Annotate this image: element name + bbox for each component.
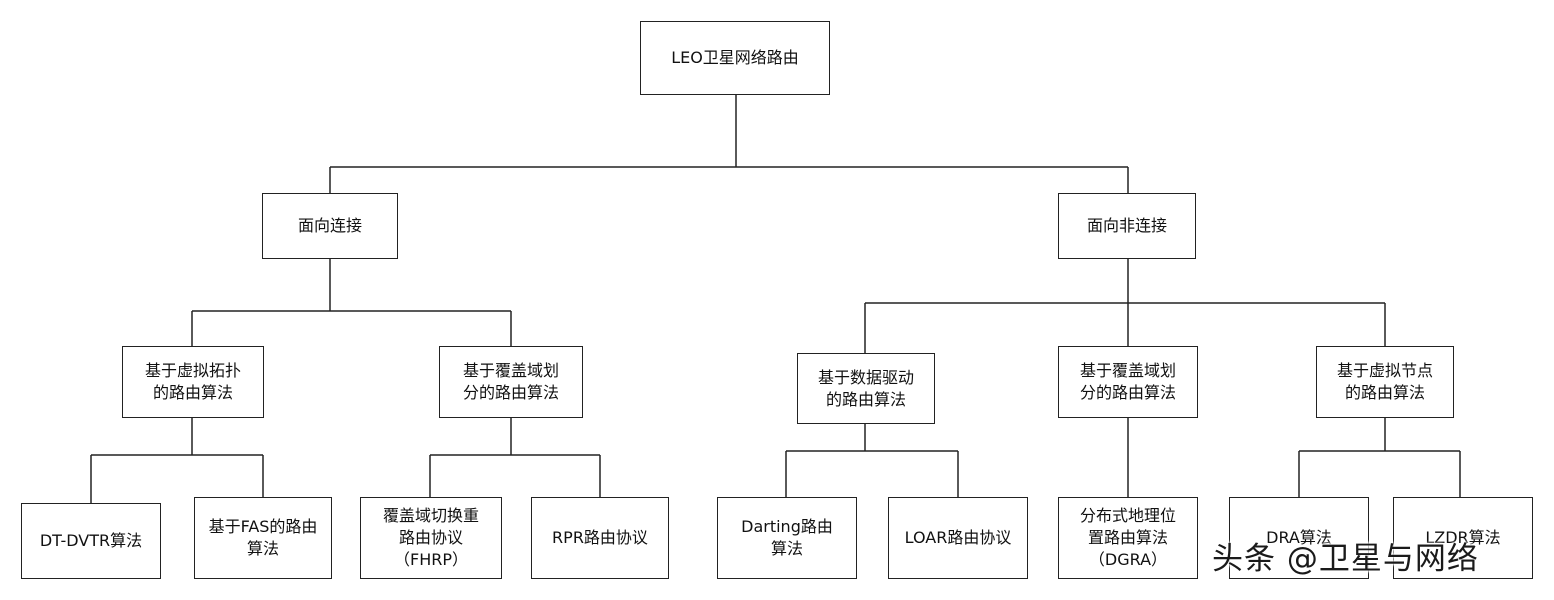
loar-node: LOAR路由协议 xyxy=(888,497,1028,579)
virtual-topology-node: 基于虚拟拓扑 的路由算法 xyxy=(122,346,264,418)
darting-node: Darting路由 算法 xyxy=(717,497,857,579)
fhrp-node: 覆盖域切换重 路由协议 （FHRP） xyxy=(360,497,502,579)
lzdr-node: LZDR算法 xyxy=(1393,497,1533,579)
dra-node: DRA算法 xyxy=(1229,497,1369,579)
watermark-text: 头条 @卫星与网络 xyxy=(1212,541,1479,577)
virtual-node-node: 基于虚拟节点 的路由算法 xyxy=(1316,346,1454,418)
connection-oriented-node: 面向连接 xyxy=(262,193,398,259)
coverage-division-connless-node: 基于覆盖域划 分的路由算法 xyxy=(1058,346,1198,418)
dt-dvtr-node: DT-DVTR算法 xyxy=(21,503,161,579)
root-node: LEO卫星网络路由 xyxy=(640,21,830,95)
data-driven-node: 基于数据驱动 的路由算法 xyxy=(797,353,935,424)
rpr-node: RPR路由协议 xyxy=(531,497,669,579)
connectionless-node: 面向非连接 xyxy=(1058,193,1196,259)
fas-node: 基于FAS的路由 算法 xyxy=(194,497,332,579)
dgra-node: 分布式地理位 置路由算法 （DGRA） xyxy=(1058,497,1198,579)
coverage-division-conn-node: 基于覆盖域划 分的路由算法 xyxy=(439,346,583,418)
